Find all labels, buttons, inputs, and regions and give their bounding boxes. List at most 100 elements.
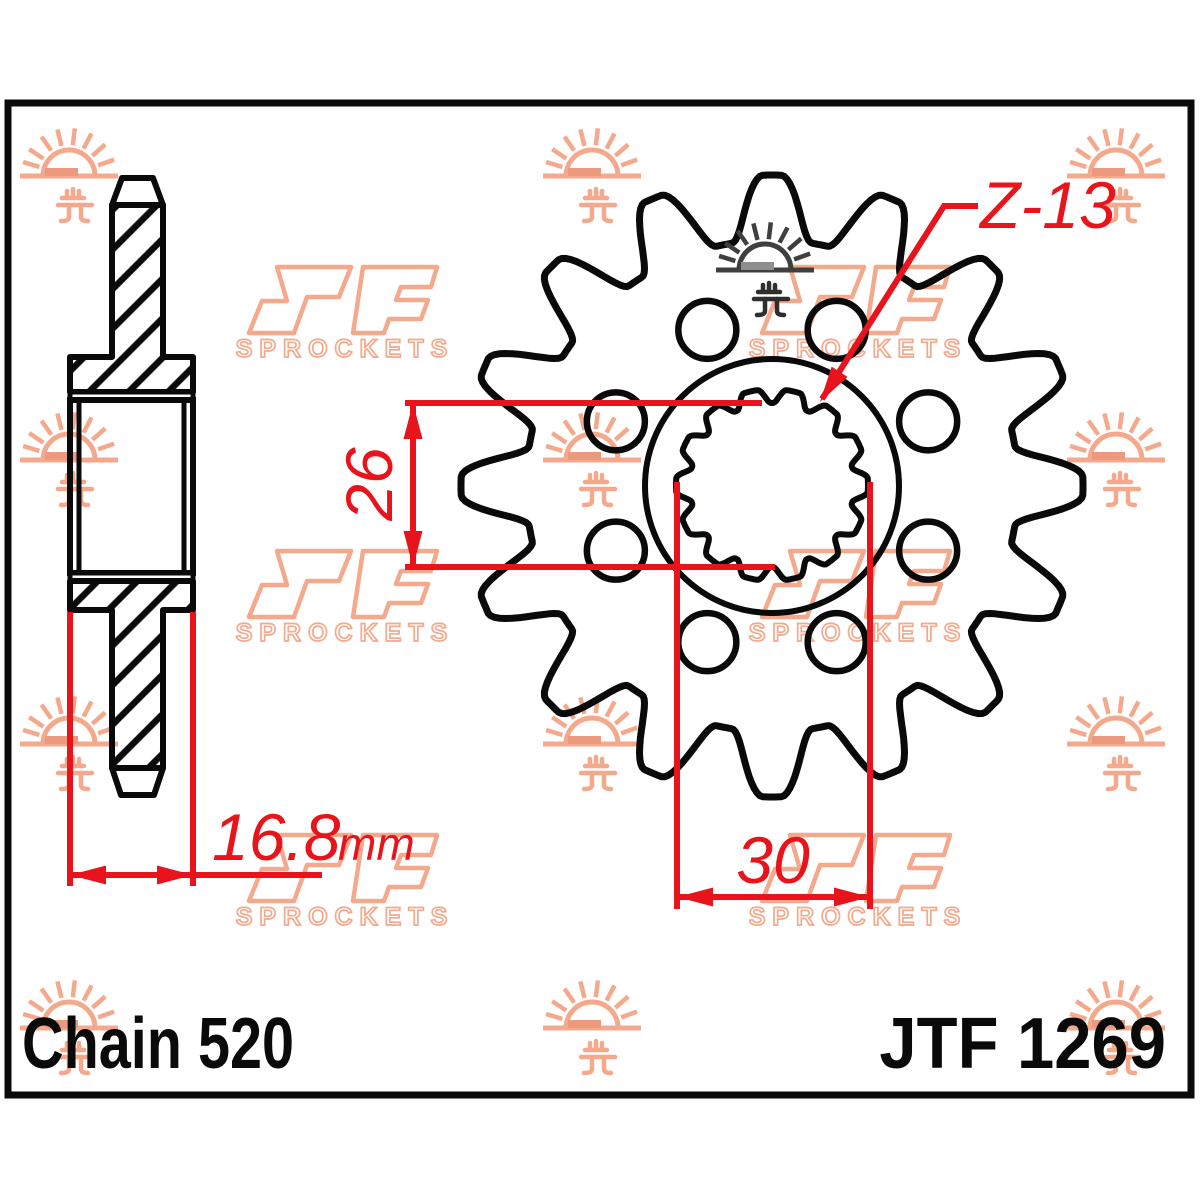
- sun-ray: [1144, 1009, 1162, 1020]
- sun-ray: [1069, 159, 1088, 170]
- sun-ray: [1069, 443, 1088, 454]
- lightening-hole: [583, 389, 649, 454]
- jt-mark-glyph: [1102, 470, 1142, 508]
- sun-ray: [90, 994, 107, 1010]
- jt-mark-top: [1102, 470, 1142, 492]
- jt-mark-legs: [58, 486, 91, 508]
- jt-mark-legs: [58, 770, 91, 792]
- sun-ray: [55, 412, 64, 431]
- jt-sprockets-logo: SPROCKETS: [235, 548, 455, 648]
- part-number-label: JTF 1269: [879, 1003, 1166, 1084]
- sun-ray: [55, 128, 64, 147]
- jt-mark-glyph: [55, 1038, 95, 1076]
- jt-mark-top: [1102, 186, 1142, 208]
- sun-ray: [604, 132, 617, 150]
- sun-ray: [1144, 441, 1162, 452]
- drawing-frame: [4, 99, 1195, 1099]
- jt-mark-glyph: [55, 186, 95, 224]
- sprocket-teeth-outline: [457, 171, 1087, 801]
- watermark-sun-icon: [543, 980, 641, 1076]
- lightening-hole: [804, 609, 869, 675]
- sun-ray: [545, 1011, 564, 1022]
- dimension-arrowhead: [403, 531, 423, 567]
- jt-mark-legs: [58, 1054, 91, 1076]
- sun-ray: [578, 128, 587, 147]
- watermark-brand-text: SPROCKETS: [236, 335, 455, 363]
- jt-mark-legs: [581, 770, 614, 792]
- sun-ray: [1137, 426, 1154, 442]
- dim-flange-unit-label: mm: [338, 818, 415, 870]
- dimension-arrowhead: [677, 887, 713, 907]
- dim-bore-minor-label: 26: [332, 447, 406, 522]
- jt-mark-glyph: [578, 754, 618, 792]
- sun-ray: [90, 142, 107, 158]
- sun-ray: [39, 703, 54, 720]
- dimension-arrowhead: [403, 403, 423, 439]
- sun-ray: [1086, 419, 1101, 436]
- sun-ray: [90, 426, 107, 442]
- sun-semicircle: [40, 999, 98, 1029]
- sun-semicircle: [1087, 431, 1145, 461]
- sun-ray: [1074, 715, 1092, 729]
- sun-ray: [97, 1009, 115, 1020]
- sun-ray: [1117, 412, 1125, 430]
- lightening-hole: [675, 297, 740, 363]
- sun-ray: [613, 142, 630, 158]
- sun-ray: [562, 135, 577, 152]
- sun-ray: [751, 222, 760, 241]
- sun-ray: [22, 443, 41, 454]
- sun-ray: [550, 431, 568, 445]
- sun-ray: [550, 715, 568, 729]
- sun-semicircle: [1087, 715, 1145, 745]
- jt-mark-top: [55, 754, 95, 776]
- sun-ray: [545, 159, 564, 170]
- sun-ray: [620, 157, 638, 168]
- sun-ray: [1128, 700, 1141, 718]
- jt-mark-legs: [754, 296, 787, 318]
- stamp-sun-icon: [716, 222, 814, 318]
- sun-ray: [578, 980, 587, 999]
- jt-sprockets-logo: SPROCKETS: [748, 832, 961, 932]
- shaft-top-chamfer: [109, 175, 166, 208]
- dimension-arrowhead: [820, 366, 848, 402]
- part-labels: Chain 520 JTF 1269: [22, 1003, 1166, 1084]
- sun-ray: [70, 696, 78, 714]
- dim-bore-major-label: 30: [736, 823, 810, 897]
- sun-ray: [70, 128, 78, 146]
- sun-ray: [1137, 994, 1154, 1010]
- jt-mark-legs: [581, 1054, 614, 1076]
- dimension-arrowhead: [157, 865, 193, 885]
- watermark-sun-icon: [1067, 980, 1165, 1076]
- jt-sprockets-logo: SPROCKETS: [748, 548, 961, 648]
- sun-ray: [22, 1011, 41, 1022]
- sun-ray: [777, 226, 790, 244]
- watermark-sun-icon: [20, 128, 118, 224]
- watermark-brand-text: SPROCKETS: [236, 619, 455, 647]
- sun-ray: [735, 229, 750, 246]
- sun-ray: [545, 443, 564, 454]
- sun-ray: [620, 725, 638, 736]
- jt-mark-top: [578, 1038, 618, 1060]
- upper-shaft-hatched: [67, 202, 196, 395]
- jt-mark-glyph: [1102, 1038, 1142, 1076]
- logo-t-glyph: [350, 548, 440, 620]
- sun-ray: [723, 241, 741, 255]
- sun-ray: [620, 1009, 638, 1020]
- side-view-cross-section: [67, 175, 196, 798]
- sun-ray: [97, 157, 115, 168]
- sun-ray: [613, 994, 630, 1010]
- sun-ray: [55, 696, 64, 715]
- watermark-sun-icon: [1067, 128, 1165, 224]
- logo-j-glyph: [246, 832, 354, 904]
- jt-mark-top: [578, 470, 618, 492]
- sun-ray: [97, 441, 115, 452]
- logo-t-glyph: [350, 264, 440, 336]
- jt-mark-glyph: [578, 186, 618, 224]
- sun-ray: [22, 727, 41, 738]
- jt-mark-top: [578, 754, 618, 776]
- logo-t-glyph: [350, 832, 440, 904]
- sun-ray: [1086, 135, 1101, 152]
- jt-mark-top: [751, 280, 791, 302]
- sun-ray: [1128, 132, 1141, 150]
